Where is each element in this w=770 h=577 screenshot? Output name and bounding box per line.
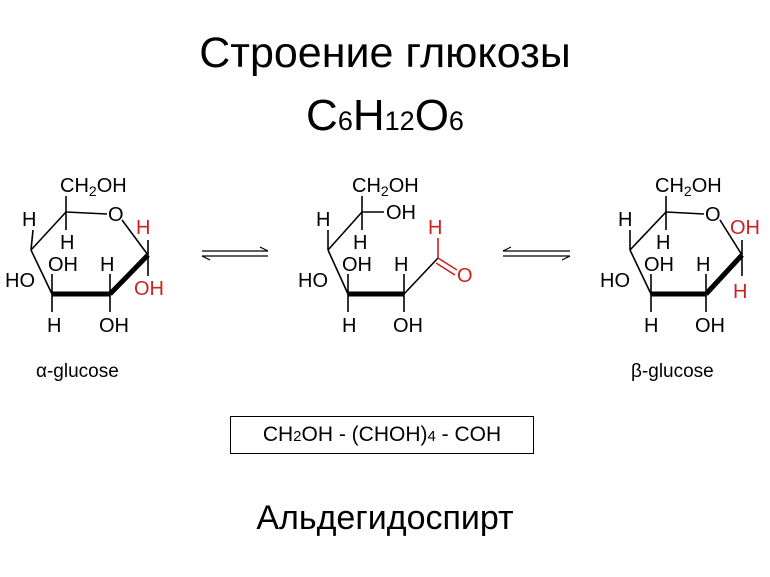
formula-h-count: 12	[384, 106, 415, 136]
alpha-bond	[108, 253, 150, 296]
beta-c5-h: H	[618, 209, 632, 231]
open-c5-h: H	[316, 209, 330, 231]
linear-formula-sub2: 4	[427, 428, 436, 445]
equilibrium-arrow-left	[201, 246, 269, 261]
compound-class: Альдегидоспирт	[256, 499, 514, 537]
beta-bond	[665, 211, 705, 215]
alpha-bond	[30, 249, 53, 295]
open-c2-h: H	[394, 254, 408, 276]
beta-ch2oh-label: CH2OH	[655, 175, 722, 199]
beta-c1-oh: OH	[730, 217, 760, 239]
beta-bond	[704, 253, 744, 296]
beta-c2-h: H	[696, 254, 710, 276]
open-c2-oh: OH	[393, 315, 423, 337]
beta-c4-ho: HO	[600, 270, 630, 292]
page-title: Строение глюкозы	[199, 29, 571, 77]
alpha-c3-h: H	[47, 315, 61, 337]
linear-formula-part2: OH - (CHOH)	[301, 423, 428, 446]
beta-bond	[719, 219, 743, 256]
alpha-bond	[30, 229, 34, 251]
equilibrium-arrow-right	[502, 246, 571, 261]
linear-formula-part1: CH	[262, 423, 294, 446]
beta-c3-h: H	[644, 315, 658, 337]
open-aldehyde-double-bond	[435, 262, 456, 276]
alpha-bond	[30, 211, 67, 251]
alpha-bond	[65, 211, 108, 215]
open-c4-ho: HO	[298, 270, 328, 292]
open-aldehyde-o: O	[457, 265, 473, 287]
beta-ring-oxygen: O	[705, 204, 721, 226]
alpha-c2-h: H	[100, 254, 114, 276]
alpha-ring-oxygen: O	[108, 204, 124, 226]
formula-h: H	[352, 91, 385, 140]
beta-bond	[629, 249, 652, 295]
alpha-c4-h: H	[60, 232, 74, 254]
alpha-c2-oh: OH	[99, 315, 129, 337]
linear-formula-sub1: 2	[293, 428, 302, 445]
alpha-c4-ho: HO	[5, 270, 35, 292]
open-aldehyde-double-bond	[437, 257, 458, 271]
open-bond	[327, 249, 349, 295]
alpha-c5-h: H	[22, 209, 36, 231]
open-c5-oh: OH	[386, 202, 416, 224]
alpha-ch2oh-label: CH2OH	[60, 175, 127, 199]
formula-c: C	[306, 91, 338, 140]
formula-o: O	[414, 91, 449, 140]
open-aldehyde-h: H	[428, 217, 442, 239]
beta-c4-oh: OH	[644, 254, 674, 276]
beta-bond	[629, 211, 667, 251]
alpha-glucose-structure: CH2OH O H H HO OH H H OH H OH α-glucose	[5, 175, 164, 382]
open-chain-glucose-structure: CH2OH OH H H HO OH H H OH H O	[298, 175, 473, 337]
beta-c2-oh: OH	[695, 315, 725, 337]
open-bond	[327, 211, 363, 251]
alpha-c1-oh: OH	[134, 278, 164, 300]
formula-o-count: 6	[448, 106, 464, 136]
beta-c1-h: H	[733, 281, 747, 303]
molecular-formula: C6H12O6	[0, 90, 770, 147]
alpha-bond	[121, 219, 149, 256]
linear-formula-part3: - COH	[435, 423, 502, 446]
open-c4-oh: OH	[342, 254, 372, 276]
alpha-c4-oh: OH	[48, 254, 78, 276]
alpha-caption: α-glucose	[36, 361, 119, 382]
alpha-c1-h: H	[136, 217, 150, 239]
open-c3-h: H	[342, 315, 356, 337]
beta-c4-h: H	[656, 232, 670, 254]
linear-formula-box: CH2OH - (CHOH)4 - COH	[230, 416, 534, 454]
beta-caption: β-glucose	[631, 361, 714, 382]
open-c4-h: H	[353, 232, 367, 254]
formula-c-count: 6	[337, 106, 353, 136]
open-bond	[403, 257, 439, 295]
beta-glucose-structure: CH2OH O H H HO OH H H OH OH H β-glucose	[600, 175, 760, 382]
open-ch2oh-label: CH2OH	[352, 175, 419, 199]
